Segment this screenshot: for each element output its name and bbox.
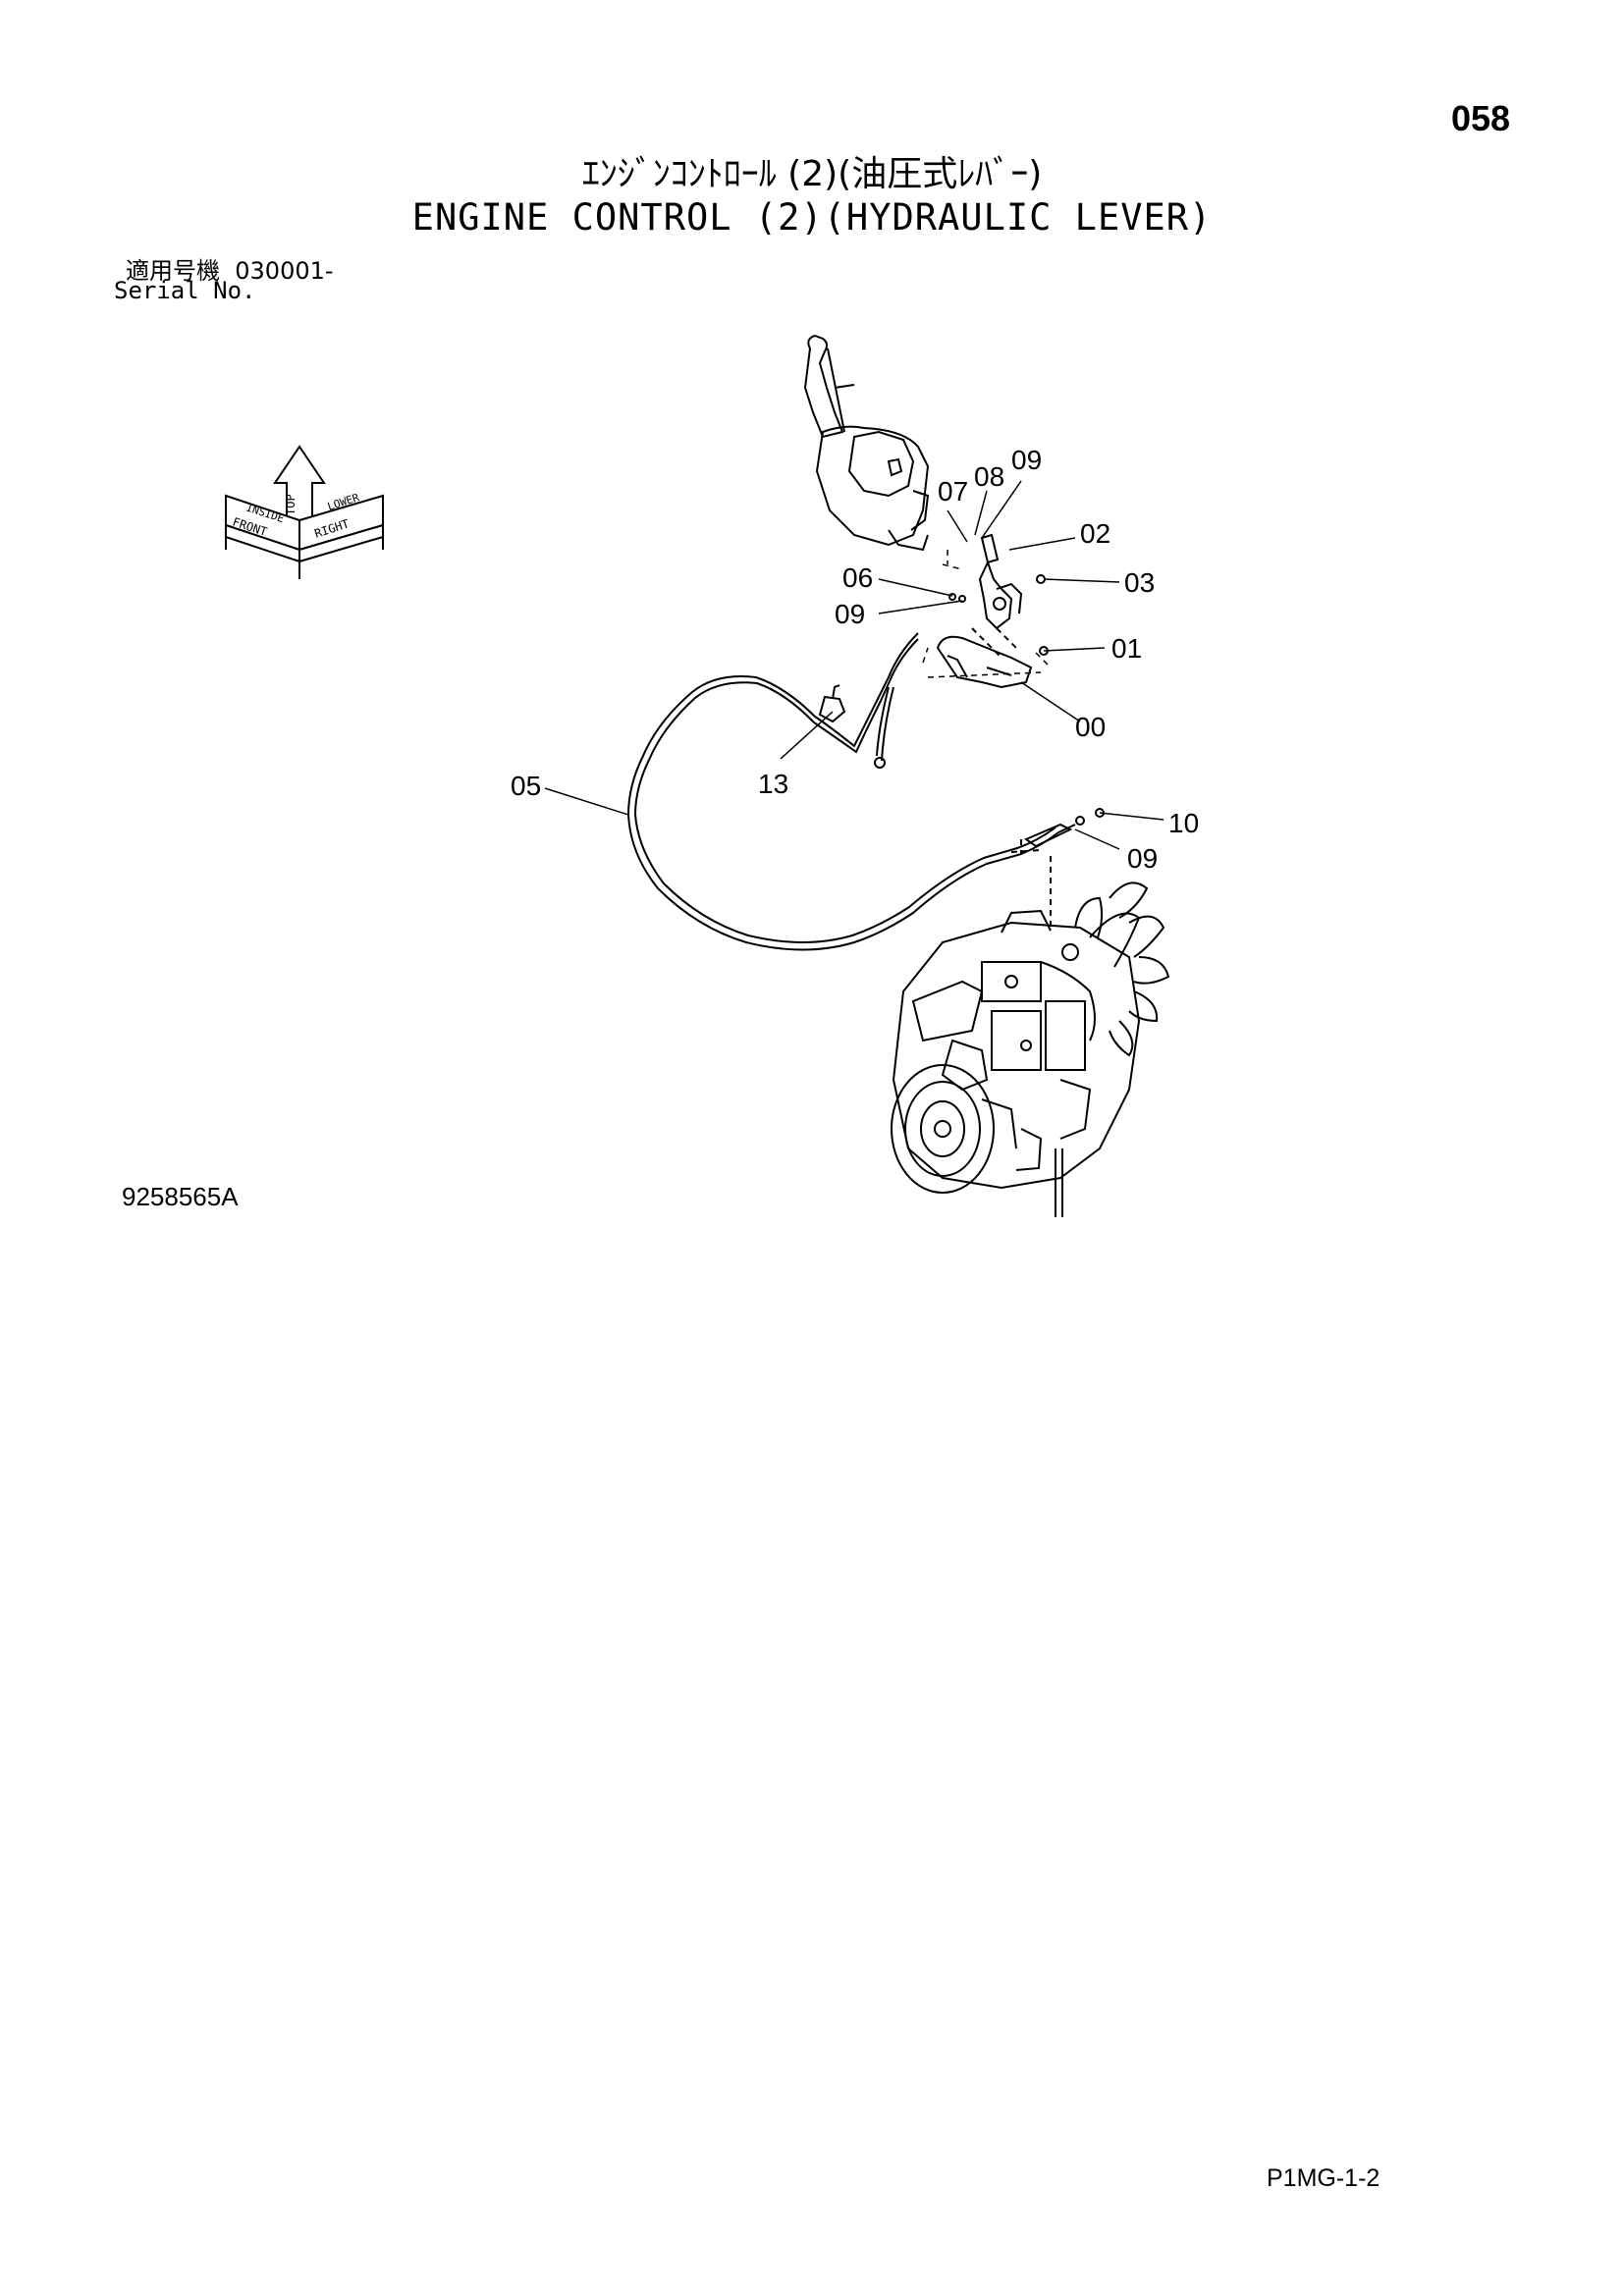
callout-01: 01 [1111,633,1142,664]
engine-icon [891,856,1170,1217]
page-code: P1MG-1-2 [1267,2164,1380,2192]
serial-value: 030001- [235,257,334,285]
callout-13: 13 [758,769,788,799]
cable-05-icon [626,632,1105,951]
title-english: ENGINE CONTROL (2)(HYDRAULIC LEVER) [411,196,1213,239]
callout-02: 02 [1080,518,1110,549]
throttle-bracket-icon [936,533,1049,689]
title-japanese: ｴﾝｼﾞﾝｺﾝﾄﾛｰﾙ (2)(油圧式ﾚﾊﾞｰ) [581,154,1043,194]
page-number: 058 [1451,98,1511,138]
callout-03: 03 [1124,567,1155,598]
callout-10: 10 [1168,808,1199,838]
reference-lines [922,550,1052,678]
callout-09-top: 09 [1011,445,1042,475]
control-lever-icon [803,334,930,552]
serial-label-jp: 適用号機 030001- [126,251,334,286]
compass-top-label: TOP [284,494,298,515]
callouts: 07 08 09 02 03 06 09 01 00 05 13 10 09 [511,445,1199,874]
orientation-compass-icon: TOP FRONT RIGHT INSIDE LOWER [225,445,384,579]
serial-label-jp-text: 適用号機 [126,257,220,285]
callout-09-low: 09 [1127,843,1158,874]
serial-label-en: Serial No. [114,277,256,304]
callout-leader-lines [544,480,1164,850]
callout-06: 06 [842,562,873,593]
drawing-number: 9258565A [122,1182,239,1211]
callout-05: 05 [511,771,541,801]
callout-08: 08 [974,461,1004,492]
callout-09-mid: 09 [835,599,865,629]
callout-00: 00 [1075,712,1106,742]
callout-07: 07 [938,476,968,507]
